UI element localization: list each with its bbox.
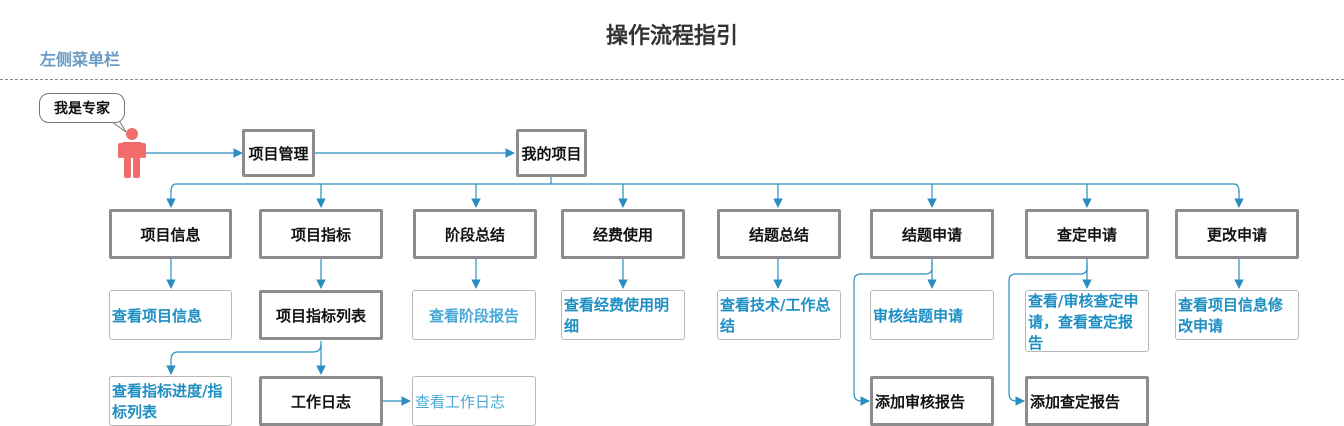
action-indicator-list[interactable]: 项目指标列表 bbox=[259, 290, 383, 340]
action-review-check-application[interactable]: 查看/审核查定申请，查看查定报告 bbox=[1025, 290, 1149, 352]
action-view-work-log[interactable]: 查看工作日志 bbox=[412, 376, 536, 426]
left-menu-label: 左侧菜单栏 bbox=[40, 50, 121, 69]
action-view-change-application[interactable]: 查看项目信息修改申请 bbox=[1175, 290, 1299, 340]
action-view-funding-details[interactable]: 查看经费使用明细 bbox=[561, 290, 685, 340]
module-closing-application[interactable]: 结题申请 bbox=[870, 209, 994, 259]
page-title: 操作流程指引 bbox=[605, 24, 738, 49]
module-check-application[interactable]: 查定申请 bbox=[1025, 209, 1149, 259]
action-view-tech-summary[interactable]: 查看技术/工作总结 bbox=[717, 290, 841, 340]
module-change-application[interactable]: 更改申请 bbox=[1175, 209, 1299, 259]
nav-my-projects[interactable]: 我的项目 bbox=[516, 129, 587, 177]
module-project-indicators[interactable]: 项目指标 bbox=[259, 209, 383, 259]
work-log[interactable]: 工作日志 bbox=[259, 376, 383, 426]
action-view-project-info[interactable]: 查看项目信息 bbox=[109, 290, 232, 340]
module-closing-summary[interactable]: 结题总结 bbox=[717, 209, 841, 259]
add-review-report[interactable]: 添加审核报告 bbox=[870, 376, 994, 426]
action-review-closing-application[interactable]: 审核结题申请 bbox=[870, 290, 994, 340]
add-check-report[interactable]: 添加查定报告 bbox=[1025, 376, 1149, 426]
module-funding-usage[interactable]: 经费使用 bbox=[561, 209, 685, 259]
person-icon bbox=[118, 128, 146, 178]
action-view-indicator-progress[interactable]: 查看指标进度/指标列表 bbox=[109, 376, 232, 426]
module-project-info[interactable]: 项目信息 bbox=[109, 209, 232, 259]
action-view-stage-report[interactable]: 查看阶段报告 bbox=[412, 290, 536, 340]
module-stage-summary[interactable]: 阶段总结 bbox=[413, 209, 537, 259]
role-bubble: 我是专家 bbox=[39, 93, 125, 123]
divider bbox=[0, 79, 1344, 80]
nav-project-management[interactable]: 项目管理 bbox=[242, 129, 315, 177]
